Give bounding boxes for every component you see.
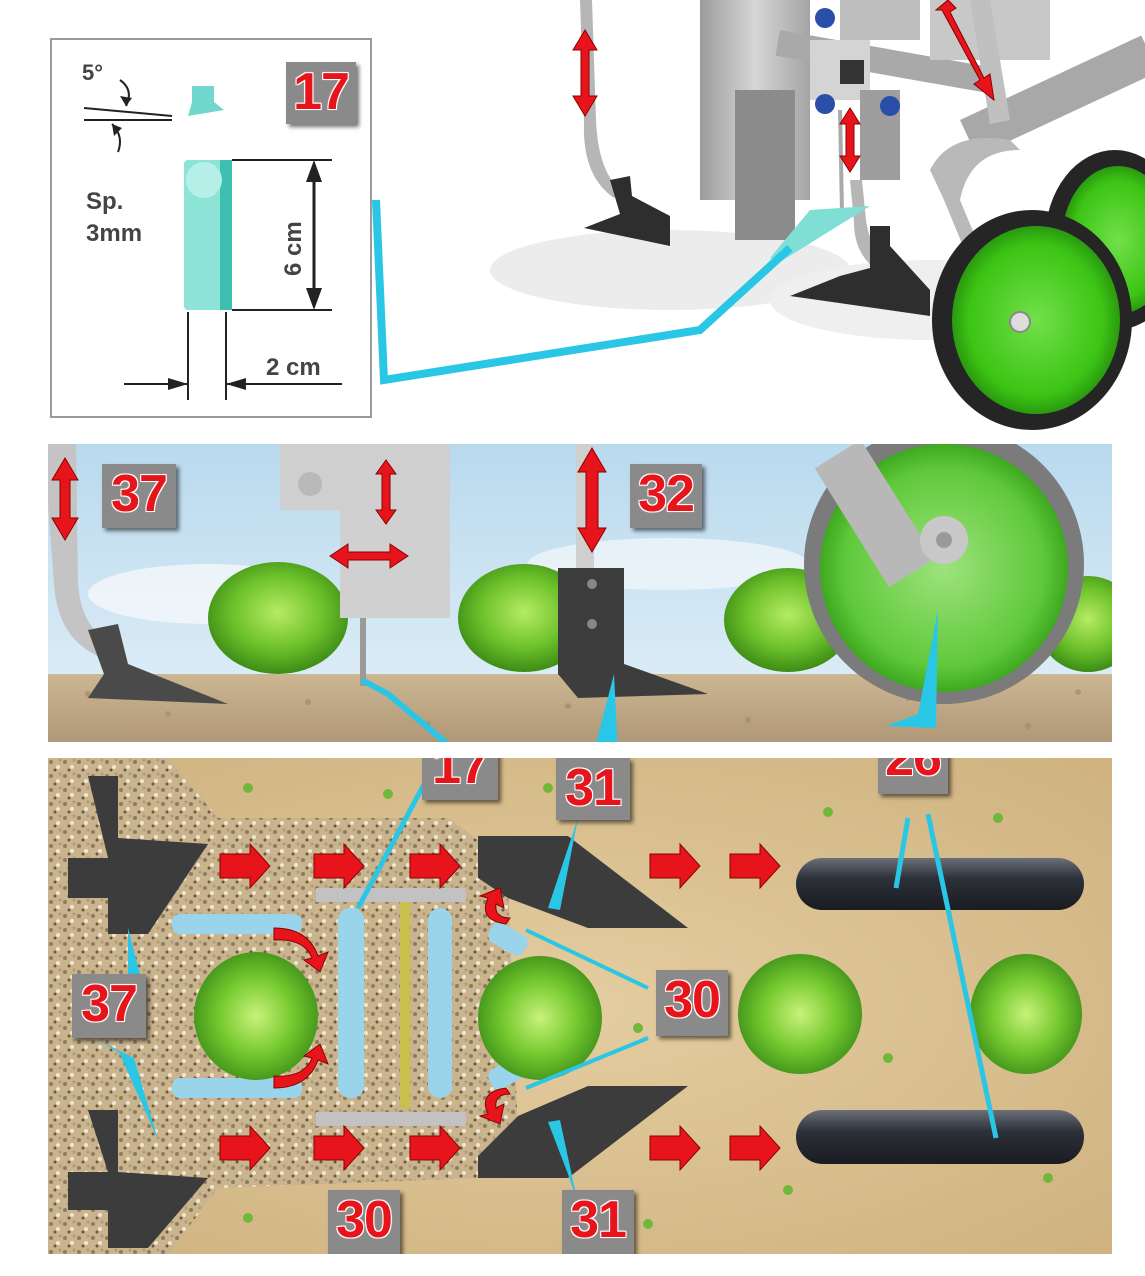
machine-render	[370, 0, 1145, 430]
side-view-illustration	[48, 444, 1112, 742]
badge-26: 26	[878, 758, 948, 794]
badge-32-side: 32	[630, 464, 702, 528]
angle-label: 5°	[82, 60, 104, 85]
side-view-panel: 37 32	[48, 444, 1112, 742]
badge-37-top: 37	[72, 974, 146, 1038]
top-view-illustration	[48, 758, 1112, 1254]
top-view-panel: 17 31 26 37 30 30 31	[48, 758, 1112, 1254]
badge-37-side: 37	[102, 464, 176, 528]
thickness-value: 3mm	[86, 220, 143, 247]
thickness-label: Sp.	[86, 188, 124, 215]
badge-30-right: 30	[656, 970, 728, 1036]
badge-30-bottom: 30	[328, 1190, 400, 1254]
detail-drawing	[83, 79, 342, 400]
badge-17-detail: 17	[286, 62, 356, 124]
detail-box: 5° Sp. 3mm 6 cm 2 cm 17	[50, 38, 372, 418]
height-label: 6 cm	[280, 221, 307, 276]
machine-illustration	[372, 0, 1145, 430]
width-label: 2 cm	[266, 354, 321, 381]
badge-31-bottom: 31	[562, 1190, 634, 1254]
badge-17-top: 17	[422, 758, 498, 800]
badge-31-top: 31	[556, 758, 630, 820]
